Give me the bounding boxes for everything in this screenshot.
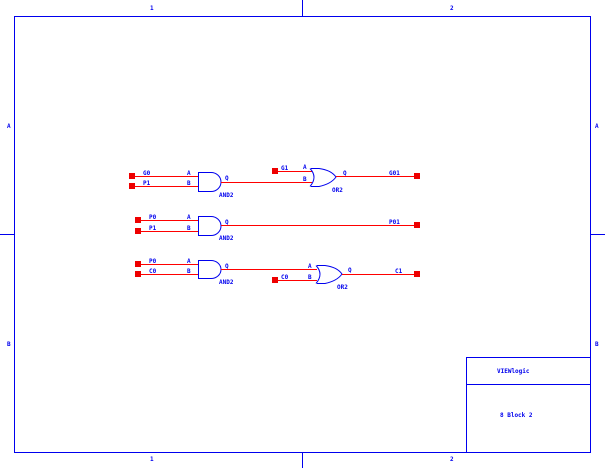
- net-label: P0: [149, 214, 157, 221]
- pin-label: A: [303, 164, 307, 171]
- net-label: P1: [149, 225, 157, 232]
- input-port[interactable]: [272, 168, 278, 174]
- company-name: VIEWlogic: [497, 368, 530, 375]
- output-port[interactable]: [414, 173, 420, 179]
- net-label: P1: [143, 180, 151, 187]
- input-port[interactable]: [272, 277, 278, 283]
- gate-type-label: OR2: [332, 187, 343, 194]
- net-label: G01: [389, 170, 400, 177]
- input-port[interactable]: [129, 173, 135, 179]
- zone-col-1-bottom: 1: [150, 456, 154, 463]
- pin-label: Q: [225, 219, 229, 226]
- output-port[interactable]: [414, 271, 420, 277]
- pin-label: B: [187, 268, 191, 275]
- pin-label: Q: [348, 267, 352, 274]
- gate-type-label: AND2: [219, 235, 234, 242]
- pin-label: A: [308, 263, 312, 270]
- pin-label: A: [187, 214, 191, 221]
- net-label: C1: [395, 268, 403, 275]
- net-label: C0: [149, 268, 157, 275]
- zone-row-b-right: B: [595, 341, 599, 348]
- pin-label: B: [187, 225, 191, 232]
- sheet-border: [14, 16, 591, 453]
- pin-label: A: [187, 170, 191, 177]
- or-gate[interactable]: [309, 168, 337, 187]
- input-port[interactable]: [129, 183, 135, 189]
- row-1-circuit: G0 P1 A B Q AND2 G1 A B Q OR2 G01: [129, 164, 420, 199]
- title-block: VIEWlogic 8 Block 2: [466, 357, 591, 453]
- and-gate[interactable]: [198, 216, 222, 236]
- net-label: P01: [389, 219, 400, 226]
- pin-label: Q: [343, 170, 347, 177]
- pin-label: Q: [225, 175, 229, 182]
- gate-type-label: OR2: [337, 284, 348, 291]
- pin-label: A: [187, 258, 191, 265]
- zone-row-a-right: A: [595, 123, 599, 130]
- net-label: G0: [143, 170, 151, 177]
- zone-col-2: 2: [450, 5, 454, 12]
- net-label: C0: [281, 274, 289, 281]
- output-port[interactable]: [414, 222, 420, 228]
- and-gate[interactable]: [198, 260, 222, 279]
- input-port[interactable]: [135, 271, 141, 277]
- net-label: G1: [281, 165, 289, 172]
- zone-row-a: A: [7, 123, 11, 130]
- gate-type-label: AND2: [219, 192, 234, 199]
- net-label: P0: [149, 258, 157, 265]
- or-gate[interactable]: [315, 265, 343, 284]
- pin-label: B: [187, 180, 191, 187]
- zone-col-2-bottom: 2: [450, 456, 454, 463]
- input-port[interactable]: [135, 217, 141, 223]
- gate-type-label: AND2: [219, 279, 234, 286]
- pin-label: B: [303, 176, 307, 183]
- zone-col-1: 1: [150, 5, 154, 12]
- input-port[interactable]: [135, 261, 141, 267]
- row-3-circuit: P0 C0 A B Q AND2 C0 A B Q OR2 C1: [135, 258, 420, 291]
- sheet-title: 8 Block 2: [500, 412, 533, 419]
- and-gate[interactable]: [198, 172, 222, 192]
- pin-label: Q: [225, 263, 229, 270]
- row-2-circuit: P0 P1 A B Q AND2 P01: [135, 214, 420, 242]
- input-port[interactable]: [135, 228, 141, 234]
- pin-label: B: [308, 274, 312, 281]
- zone-row-b: B: [7, 341, 11, 348]
